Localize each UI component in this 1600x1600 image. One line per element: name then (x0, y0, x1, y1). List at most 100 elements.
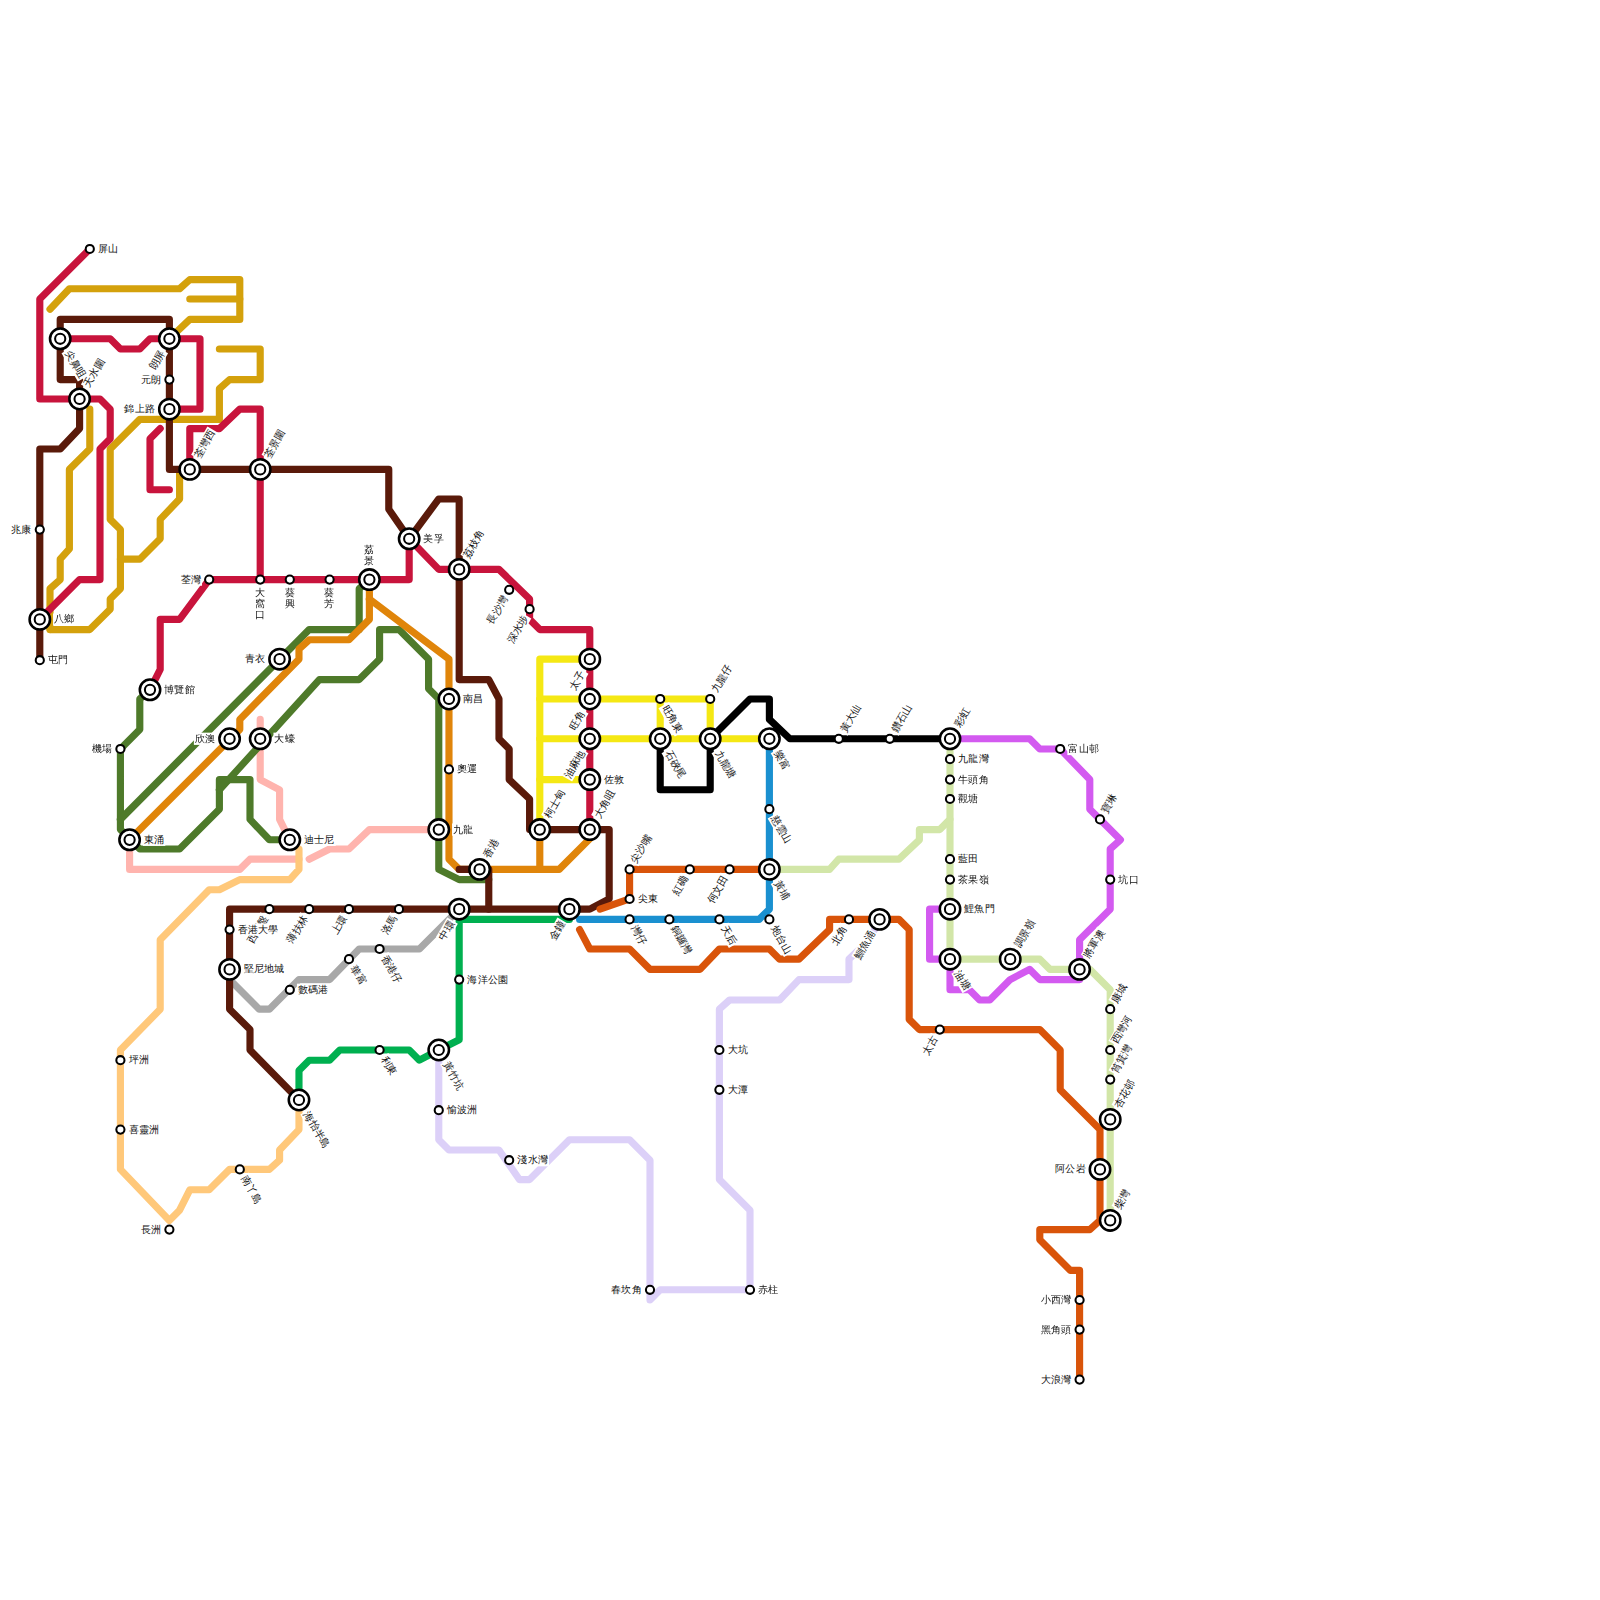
station-label: 屯門 (47, 654, 69, 666)
station-marker (36, 656, 44, 664)
station-marker (715, 1046, 723, 1054)
station-marker (236, 1165, 244, 1173)
station-label: 香港 (481, 835, 503, 861)
station-marker (116, 745, 124, 753)
station-label: 康城 (1108, 980, 1130, 1006)
station-label: 東涌 (143, 834, 165, 846)
station-marker (305, 905, 313, 913)
station-label: 欣澳 (194, 733, 216, 745)
station-marker (559, 899, 579, 919)
station-label: 荔枝角 (461, 527, 488, 561)
station-label: 九龍 (452, 823, 474, 835)
station-label: 鑽石山 (888, 701, 915, 735)
station-marker (946, 876, 954, 884)
station-label: 大角咀 (591, 787, 618, 821)
station-marker (1096, 815, 1104, 823)
station-marker (219, 729, 239, 749)
station-marker (626, 865, 634, 873)
station-marker (159, 329, 179, 349)
station-marker (526, 605, 534, 613)
route-line (439, 919, 880, 1300)
station-label: 長沙灣 (484, 593, 511, 627)
station-marker (650, 729, 670, 749)
station-label: 柴灣 (1112, 1186, 1134, 1212)
station-marker (1076, 1376, 1084, 1384)
station-marker (165, 376, 173, 384)
station-label: 茶果嶺 (957, 873, 990, 885)
station-marker (886, 735, 894, 743)
route-line (50, 280, 240, 339)
station-label: 大坑 (727, 1044, 749, 1056)
station-label: 柯士甸 (541, 787, 568, 821)
station-label: 堅尼地城 (243, 963, 286, 975)
station-label: 九龍塘 (712, 747, 739, 781)
station-label: 兆康 (10, 523, 32, 535)
station-marker (159, 399, 179, 419)
station-marker (580, 729, 600, 749)
station-label: 大潭 (727, 1084, 749, 1096)
station-marker (1106, 1046, 1114, 1054)
station-marker (1106, 876, 1114, 884)
station-marker (765, 915, 773, 923)
station-marker (429, 819, 449, 839)
station-marker (439, 689, 459, 709)
station-label: 石硤尾 (662, 747, 689, 781)
route-line (950, 819, 1110, 1220)
station-marker (626, 915, 634, 923)
station-label: 葵芳 (323, 587, 335, 609)
station-marker (580, 689, 600, 709)
station-label: 香港大學 (237, 923, 280, 935)
station-marker (580, 769, 600, 789)
station-marker (1076, 1296, 1084, 1304)
station-marker (469, 859, 489, 879)
route-line (120, 580, 369, 820)
station-label: 博覽館 (163, 684, 196, 696)
route-line (580, 919, 1100, 1379)
station-label: 葵興 (284, 587, 296, 609)
station-marker (69, 389, 89, 409)
station-label: 錦上路 (123, 403, 156, 415)
station-label: 坪洲 (128, 1054, 150, 1066)
station-label: 灣仔 (628, 923, 650, 949)
route-line (190, 295, 240, 302)
station-label: 元朗 (140, 373, 162, 385)
station-marker (256, 576, 264, 584)
station-marker (345, 955, 353, 963)
station-marker (580, 819, 600, 839)
station-label: 香港仔 (378, 952, 405, 986)
station-marker (505, 1156, 513, 1164)
station-label: 淺水灣 (516, 1154, 549, 1166)
station-label: 迪士尼 (303, 834, 336, 846)
station-label: 坑口 (1117, 873, 1139, 885)
station-marker (706, 695, 714, 703)
station-label: 鰂魚涌 (851, 928, 878, 962)
station-marker (116, 1056, 124, 1064)
station-label: 中環 (436, 918, 458, 944)
route-line (769, 739, 950, 870)
station-label: 奧運 (456, 763, 478, 775)
station-label: 九龍灣 (957, 753, 990, 765)
station-label: 美孚 (422, 533, 444, 545)
station-marker (449, 899, 469, 919)
station-label: 九龍仔 (708, 661, 735, 695)
station-label: 薄扶林 (284, 912, 311, 946)
station-marker (359, 569, 379, 589)
station-label: 富山邨 (1067, 743, 1100, 755)
station-marker (715, 1086, 723, 1094)
station-marker (286, 576, 294, 584)
station-marker (626, 895, 634, 903)
route-line (230, 909, 460, 1009)
station-marker (940, 899, 960, 919)
station-marker (376, 1046, 384, 1054)
route-line (60, 339, 200, 409)
station-marker (449, 559, 469, 579)
station-label: 華富 (347, 962, 369, 988)
station-marker (429, 1040, 449, 1060)
station-label: 牛頭角 (957, 773, 990, 785)
route-line (660, 699, 950, 790)
station-label: 海洋公園 (466, 973, 509, 985)
station-marker (505, 586, 513, 594)
station-marker (759, 729, 779, 749)
station-marker (665, 915, 673, 923)
